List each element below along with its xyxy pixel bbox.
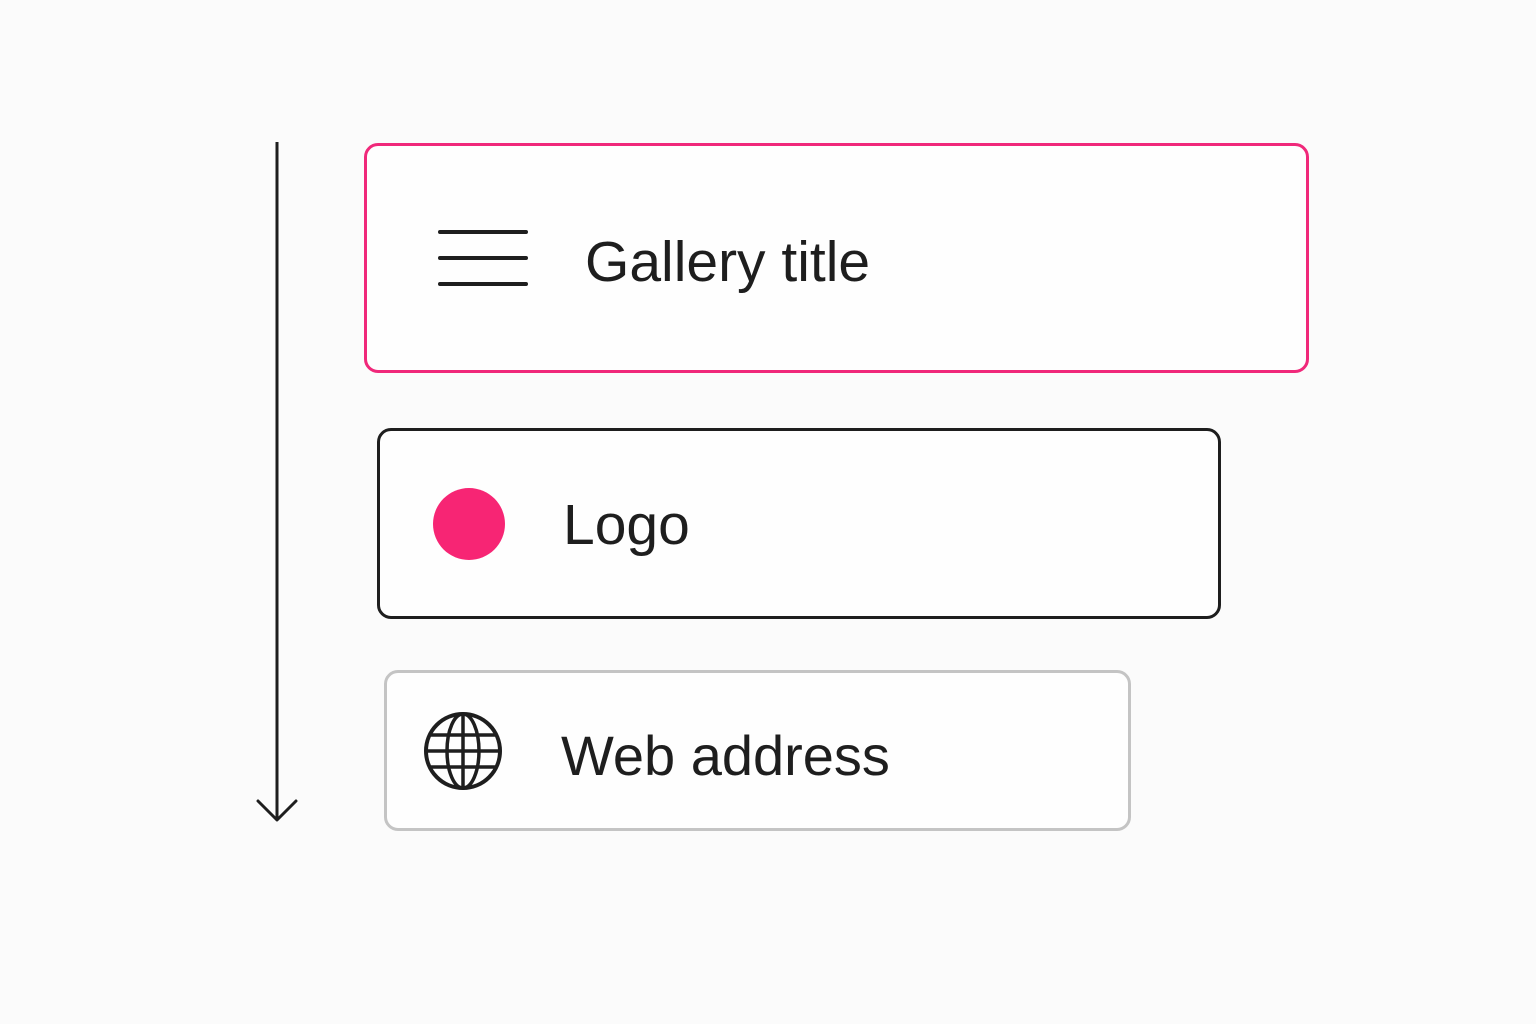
menu-icon <box>438 230 528 286</box>
web-address-card[interactable]: Web address <box>384 670 1131 831</box>
logo-label: Logo <box>563 493 690 557</box>
gallery-title-card[interactable]: Gallery title <box>364 143 1309 373</box>
arrow-head <box>256 799 298 822</box>
logo-card[interactable]: Logo <box>377 428 1221 619</box>
globe-icon <box>424 712 502 790</box>
dot-icon <box>433 488 505 560</box>
down-arrow-icon <box>256 142 298 822</box>
web-address-label: Web address <box>561 724 890 787</box>
gallery-title-label: Gallery title <box>585 230 871 294</box>
